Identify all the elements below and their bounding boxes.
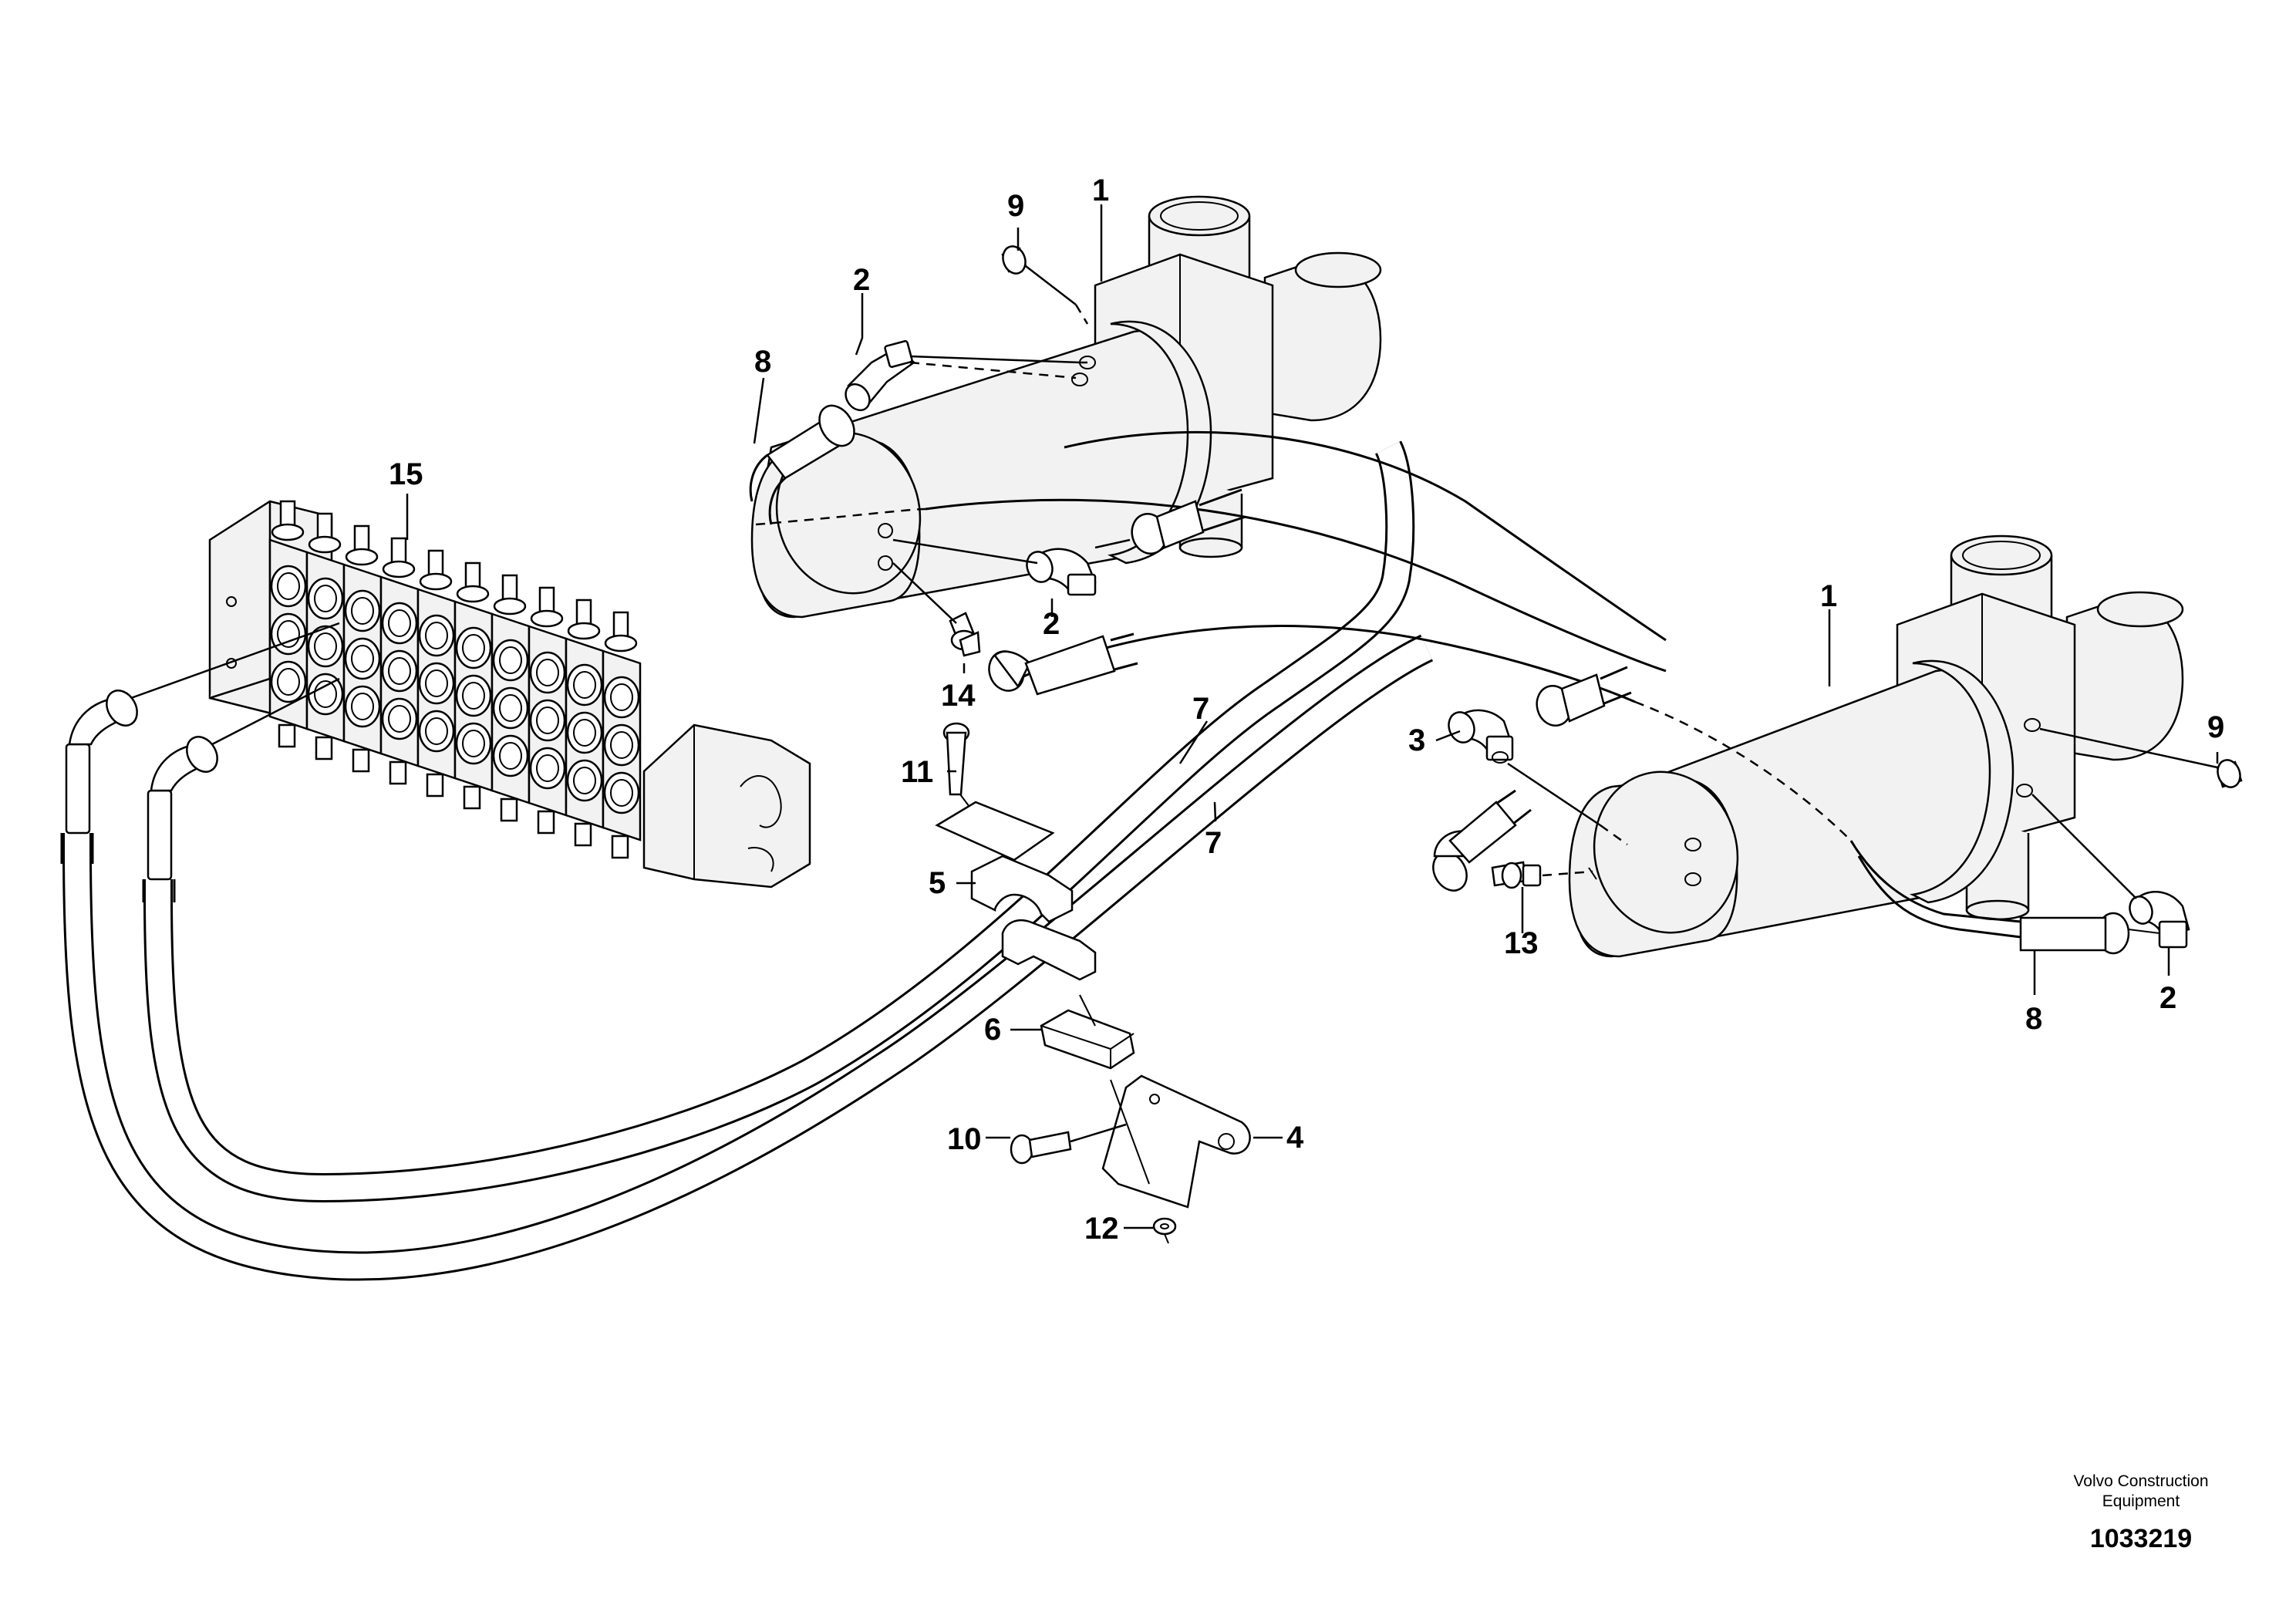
callout-5: 5 bbox=[929, 866, 946, 900]
washer-12 bbox=[1152, 1217, 1177, 1236]
valve-section bbox=[342, 524, 383, 773]
callout-1-top: 1 bbox=[1092, 174, 1109, 207]
valve-section bbox=[453, 561, 494, 810]
elbow-fitting-2-mid bbox=[1026, 548, 1097, 596]
control-valve-block bbox=[208, 500, 811, 889]
valve-section bbox=[491, 574, 531, 822]
clamp-half-lower bbox=[1001, 919, 1097, 981]
callout-9-top: 9 bbox=[1007, 189, 1024, 223]
hose-fitting-right bbox=[142, 736, 218, 902]
valve-section bbox=[379, 537, 420, 785]
hydraulic-cylinder-bottom bbox=[1568, 534, 2184, 958]
drawing-number: 1033219 bbox=[2090, 1524, 2192, 1553]
plug-9-bottom bbox=[2216, 759, 2243, 788]
valve-section bbox=[305, 512, 346, 760]
company-name-line2: Equipment bbox=[2102, 1492, 2180, 1510]
callout-15: 15 bbox=[389, 457, 423, 491]
union-fitting-bottom bbox=[1536, 666, 1632, 727]
valve-section bbox=[268, 500, 308, 748]
clamp-half-5 bbox=[970, 855, 1074, 923]
valve-section bbox=[602, 611, 642, 859]
valve-section bbox=[416, 549, 457, 798]
hose-fitting-left bbox=[60, 690, 138, 864]
elbow-fitting-3 bbox=[1448, 709, 1514, 764]
hose-end-14 bbox=[988, 632, 1138, 696]
company-name-line1: Volvo Construction bbox=[2073, 1472, 2208, 1490]
callout-14: 14 bbox=[941, 679, 976, 713]
callout-8-top: 8 bbox=[754, 345, 771, 379]
clamp-block-6 bbox=[1040, 1009, 1135, 1070]
hose-end-bottom-left bbox=[1432, 789, 1532, 892]
callout-7-lower: 7 bbox=[1205, 826, 1222, 860]
callout-4: 4 bbox=[1286, 1121, 1304, 1155]
callout-1-bottom: 1 bbox=[1820, 579, 1837, 613]
callout-12: 12 bbox=[1084, 1212, 1119, 1246]
callout-13: 13 bbox=[1504, 926, 1539, 960]
hose-loop-right bbox=[143, 440, 1415, 1203]
bolt-10 bbox=[1010, 1131, 1072, 1165]
callout-2-mid: 2 bbox=[1043, 607, 1060, 641]
elbow-fitting-2-top bbox=[845, 340, 915, 412]
callout-9-bottom: 9 bbox=[2207, 710, 2224, 744]
bolt-11 bbox=[942, 722, 970, 796]
cross-hose-lower bbox=[1017, 625, 1636, 703]
callout-2-bottom: 2 bbox=[2159, 981, 2176, 1015]
callout-7-upper: 7 bbox=[1192, 692, 1209, 726]
valve-section bbox=[528, 586, 568, 835]
cross-hose-upper bbox=[925, 498, 1667, 673]
callout-3: 3 bbox=[1408, 723, 1425, 757]
valve-section bbox=[565, 599, 605, 847]
clamp-plate bbox=[935, 801, 1055, 862]
callout-2-top: 2 bbox=[853, 263, 870, 297]
callout-10: 10 bbox=[947, 1122, 982, 1156]
callout-11: 11 bbox=[901, 755, 933, 789]
bracket-4 bbox=[1101, 1074, 1251, 1209]
adapter-fitting-14 bbox=[949, 612, 981, 657]
callout-6: 6 bbox=[984, 1013, 1001, 1047]
hose-loop-left bbox=[62, 634, 1434, 1281]
elbow-fitting-2-bottom bbox=[2129, 891, 2190, 949]
adapter-fitting-13 bbox=[1491, 861, 1542, 889]
union-fitting-top bbox=[1131, 488, 1246, 555]
hose-8-top bbox=[749, 404, 855, 525]
plug-9-top bbox=[1001, 245, 1027, 275]
callout-8-bottom: 8 bbox=[2025, 1002, 2042, 1036]
hose-8-bottom bbox=[2019, 912, 2160, 955]
